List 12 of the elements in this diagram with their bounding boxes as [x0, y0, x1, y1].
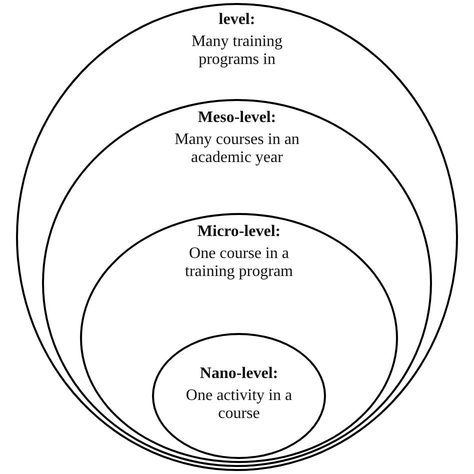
oval-region [16, 3, 458, 471]
level-description: One activity in a course [184, 387, 294, 423]
oval-region [42, 99, 432, 467]
oval-region [152, 333, 326, 459]
level-description: Many courses in an academic year [174, 131, 300, 167]
level-description: Many training programs in [190, 33, 284, 69]
level-heading: Meso-level: [198, 109, 276, 127]
level-heading: level: [218, 11, 256, 29]
level-description: One course in a training program [184, 245, 294, 281]
level-heading: Micro-level: [197, 223, 281, 241]
oval-region [80, 213, 398, 463]
level-heading: Nano-level: [200, 365, 278, 383]
